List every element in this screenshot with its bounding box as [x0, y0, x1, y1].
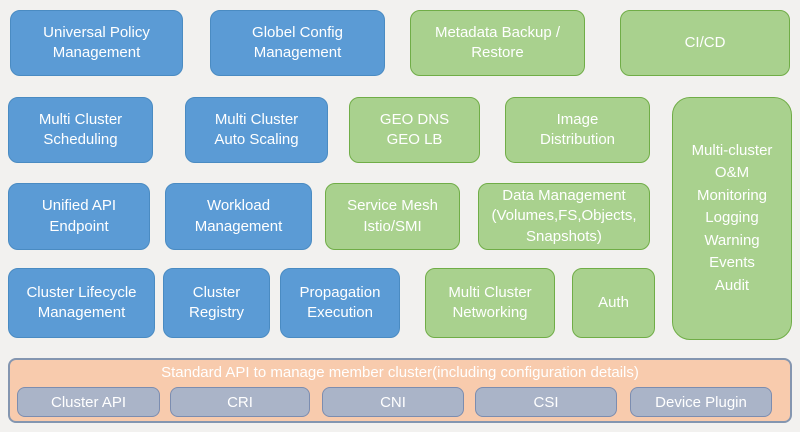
box-global-config-management: Globel Config Management: [210, 10, 385, 76]
box-multi-cluster-networking: Multi Cluster Networking: [425, 268, 555, 338]
box-cri: CRI: [170, 387, 310, 417]
box-workload-management: Workload Management: [165, 183, 312, 250]
box-image-distribution: Image Distribution: [505, 97, 650, 163]
box-device-plugin: Device Plugin: [630, 387, 772, 417]
standard-api-bar: Standard API to manage member cluster(in…: [8, 358, 792, 423]
box-ci-cd: CI/CD: [620, 10, 790, 76]
box-data-management: Data Management (Volumes,FS,Objects, Sna…: [478, 183, 650, 250]
box-cluster-api: Cluster API: [17, 387, 160, 417]
box-cluster-registry: Cluster Registry: [163, 268, 270, 338]
box-metadata-backup-restore: Metadata Backup / Restore: [410, 10, 585, 76]
box-csi: CSI: [475, 387, 617, 417]
box-multi-cluster-auto-scaling: Multi Cluster Auto Scaling: [185, 97, 328, 163]
box-unified-api-endpoint: Unified API Endpoint: [8, 183, 150, 250]
standard-api-bar-title: Standard API to manage member cluster(in…: [161, 364, 639, 381]
box-multi-cluster-om: Multi-cluster O&M Monitoring Logging War…: [672, 97, 792, 340]
box-service-mesh-istio-smi: Service Mesh Istio/SMI: [325, 183, 460, 250]
box-multi-cluster-scheduling: Multi Cluster Scheduling: [8, 97, 153, 163]
box-universal-policy-management: Universal Policy Management: [10, 10, 183, 76]
box-geo-dns-geo-lb: GEO DNS GEO LB: [349, 97, 480, 163]
box-auth: Auth: [572, 268, 655, 338]
box-propagation-execution: Propagation Execution: [280, 268, 400, 338]
box-cni: CNI: [322, 387, 464, 417]
box-cluster-lifecycle-management: Cluster Lifecycle Management: [8, 268, 155, 338]
